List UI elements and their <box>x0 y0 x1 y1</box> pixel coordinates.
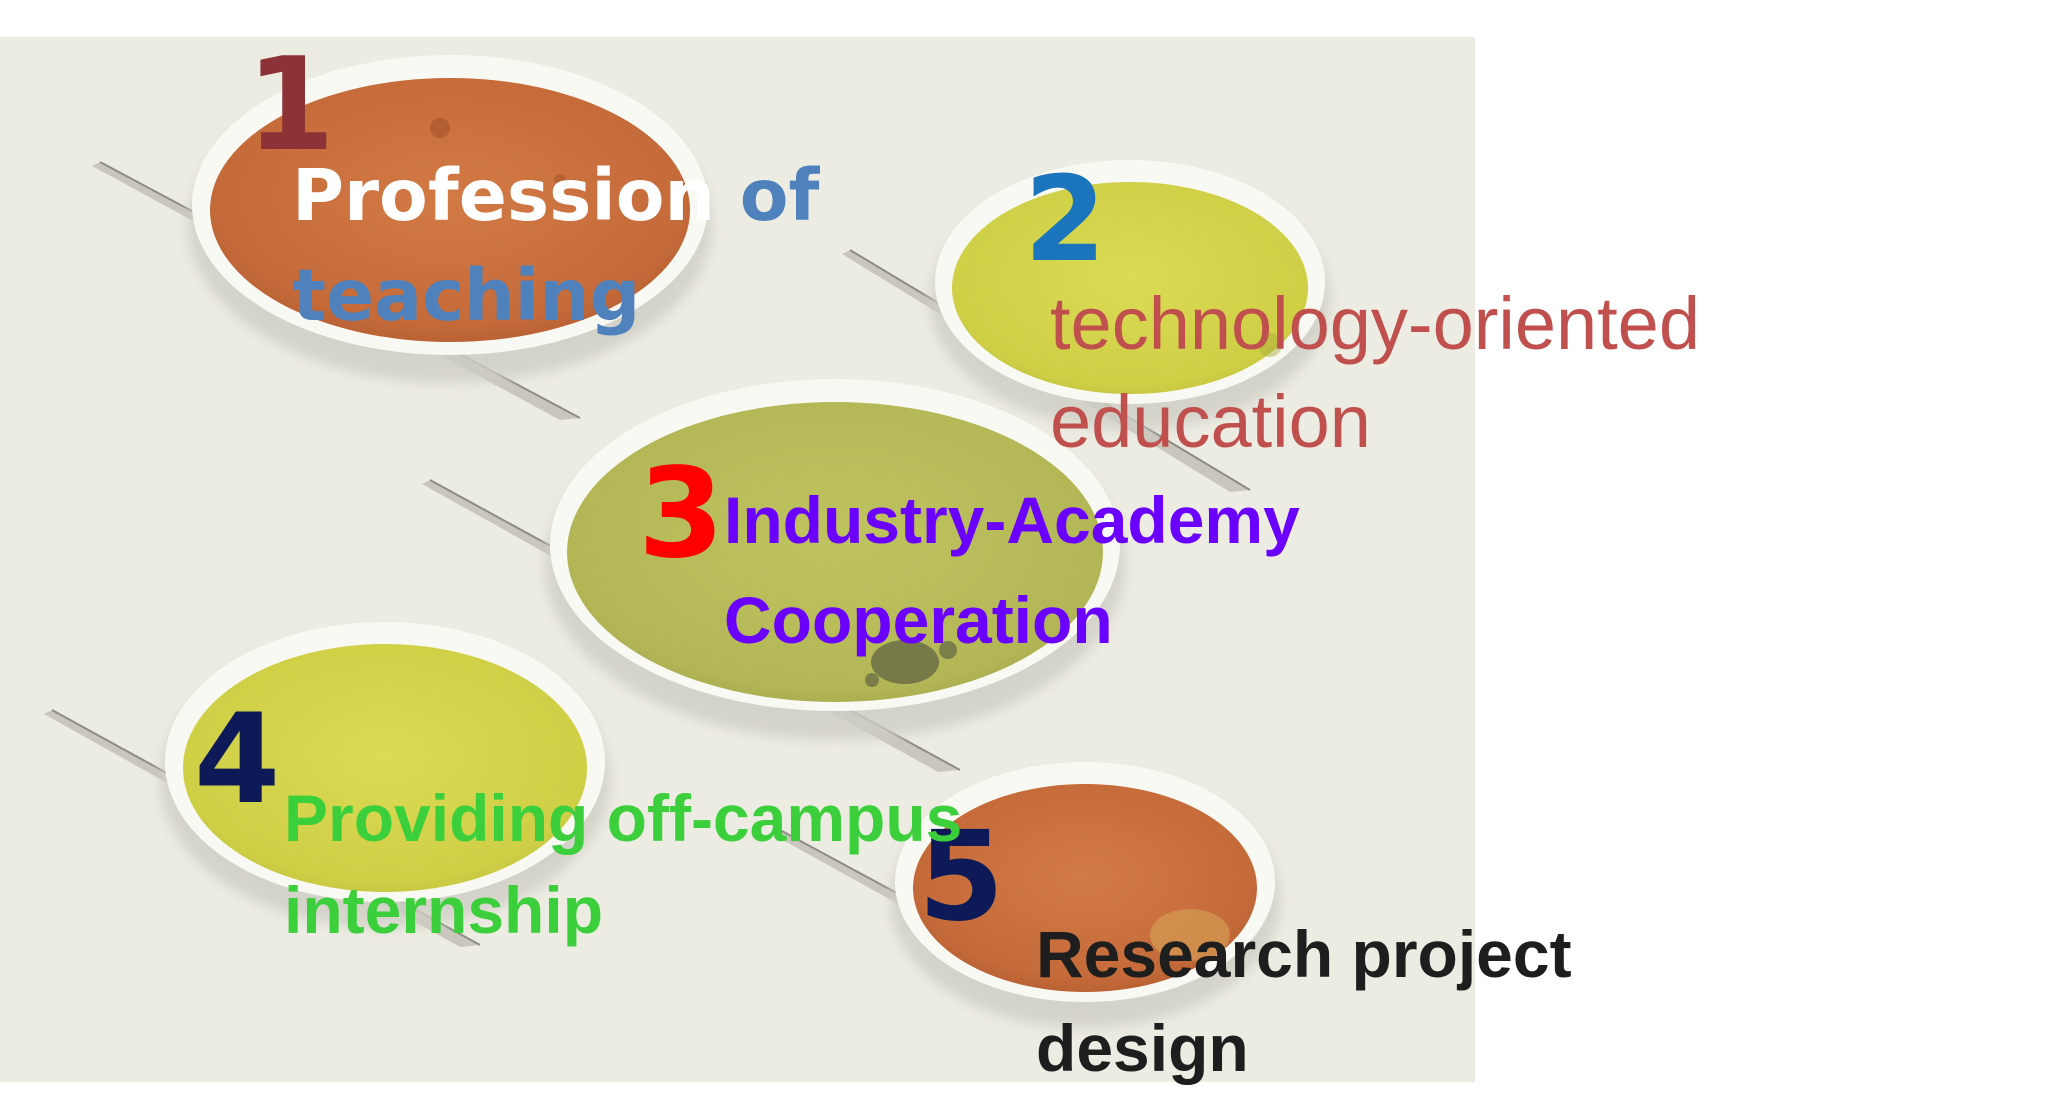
item-1-label: Profession of teaching <box>292 146 819 346</box>
item-1-label-word-2: of <box>739 154 820 237</box>
item-4-disc <box>44 622 610 947</box>
item-3-disc <box>422 379 1125 772</box>
item-1-disc <box>92 55 712 420</box>
item-1-label-line-2: teaching <box>292 254 641 337</box>
item-2-label-line-2: education <box>1050 380 1371 463</box>
item-5-label: Research project design <box>1036 907 1572 1095</box>
item-5-label-line-1: Research project <box>1036 917 1572 991</box>
item-2-number: 2 <box>1024 150 1107 288</box>
item-4-label-line-2: internship <box>284 873 604 947</box>
item-2-disc <box>842 160 1330 492</box>
item-3-number: 3 <box>638 442 725 586</box>
item-4-label: Providing off-campus internship <box>284 772 962 956</box>
item-2-label-line-1: technology-oriented <box>1050 282 1700 365</box>
item-3-label-line-2: Cooperation <box>724 583 1113 657</box>
item-5-label-line-2: design <box>1036 1011 1249 1085</box>
item-4-label-line-1: Providing off-campus <box>284 781 963 855</box>
item-5-disc <box>772 762 1280 1028</box>
item-3-label-line-1: Industry-Academy <box>724 483 1300 557</box>
item-3-label: Industry-Academy Cooperation <box>724 470 1300 670</box>
item-1-number: 1 <box>246 31 336 180</box>
item-1-label-word-1: Profession <box>292 154 716 237</box>
item-4-number: 4 <box>194 688 281 832</box>
item-5-number: 5 <box>918 805 1005 949</box>
item-2-label: technology-oriented education <box>1050 275 1700 471</box>
